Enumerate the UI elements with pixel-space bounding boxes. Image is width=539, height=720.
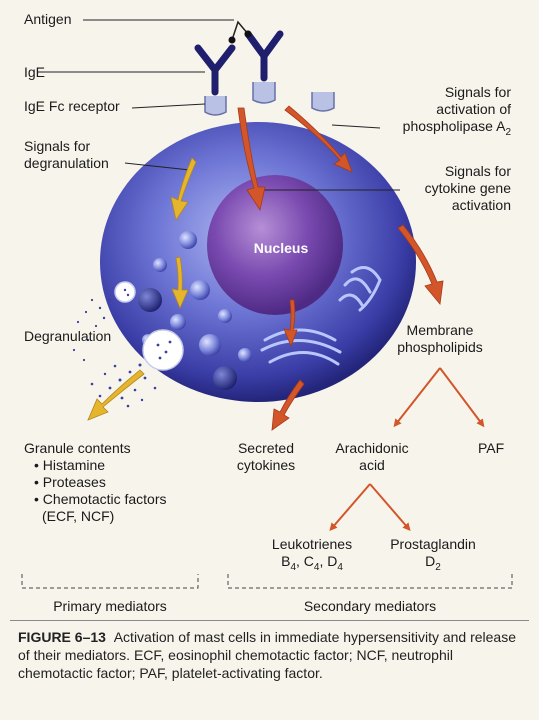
pathway-arrows [329,367,485,532]
granule-item-chemotactic: • Chemotactic factors [34,491,167,507]
membrane-label-2: phospholipids [397,339,483,355]
secreted-cytokines-label-1: Secreted [237,440,295,456]
nucleus-label: Nucleus [253,240,309,256]
granule-contents-title: Granule contents [24,440,131,456]
signals-cytokine-label-3: activation [451,197,511,213]
ige-label: IgE [24,64,46,80]
figure-number: FIGURE 6–13 [18,629,106,645]
degranulation-vesicles [72,281,184,408]
degranulation-label: Degranulation [24,328,112,344]
signals-degranulation-label-2: degranulation [24,155,109,171]
signals-degranulation-label-1: Signals for [24,138,91,154]
signals-pla2-label-3: phospholipase A2 [402,118,511,138]
degranulation-arrows [87,157,197,421]
granule-item-ecf-ncf: (ECF, NCF) [42,508,115,524]
caption-separator [10,620,529,621]
nucleus-body [207,175,343,315]
signals-cytokine-label-1: Signals for [444,163,511,179]
ige-receptor-label: IgE Fc receptor [24,98,120,114]
cell-granules [138,231,252,390]
figure-caption: FIGURE 6–13 Activation of mast cells in … [18,628,523,682]
primary-mediators-label: Primary mediators [53,598,167,614]
prostaglandin-label-2: D2 [425,553,441,573]
antigen-label: Antigen [24,11,72,27]
antigen-molecule [228,20,252,44]
secondary-mediators-label: Secondary mediators [303,598,437,614]
leukotrienes-label-2: B4, C4, D4 [281,553,343,573]
arachidonic-acid-label-1: Arachidonic [335,440,409,456]
golgi-apparatus [260,266,382,366]
signals-cytokine-label-2: cytokine gene [424,180,511,196]
leader-lines [42,19,400,191]
ige-fc-receptors [204,82,335,116]
paf-label: PAF [478,440,505,456]
granule-item-histamine: • Histamine [34,457,106,473]
mediator-brackets [21,574,513,589]
arachidonic-acid-label-2: acid [359,457,385,473]
orange-arrows [237,105,444,431]
caption-text: Activation of mast cells in immediate hy… [18,629,517,681]
prostaglandin-label-1: Prostaglandin [390,536,476,552]
membrane-label-1: Membrane [406,322,474,338]
ige-antibodies [194,30,284,96]
secreted-cytokines-label-2: cytokines [236,457,296,473]
granule-item-proteases: • Proteases [34,474,106,490]
signals-pla2-label-1: Signals for [444,84,511,100]
leukotrienes-label-1: Leukotrienes [271,536,353,552]
signals-pla2-label-2: activation of [436,101,511,117]
